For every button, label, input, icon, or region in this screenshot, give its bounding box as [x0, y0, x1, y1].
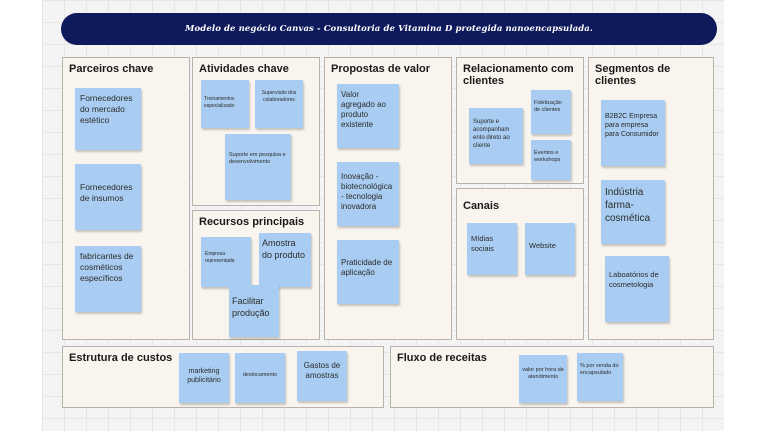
- sticky-note[interactable]: Website: [525, 223, 575, 275]
- sticky-note[interactable]: Mídias sociais: [467, 223, 517, 275]
- sticky-note[interactable]: Eventos e workshops: [531, 140, 571, 180]
- sticky-note[interactable]: Treinamentos especializado: [201, 80, 249, 128]
- section-atividades-chave[interactable]: Atividades chave Treinamentos especializ…: [192, 57, 320, 206]
- section-fluxo-de-receitas[interactable]: Fluxo de receitas valor por hora de aten…: [390, 346, 714, 408]
- section-propostas-de-valor[interactable]: Propostas de valor Valor agregado ao pro…: [324, 57, 452, 340]
- section-parceiros-chave[interactable]: Parceiros chave Fornecedores do mercado …: [62, 57, 190, 340]
- sticky-note[interactable]: Amostra do produto: [259, 233, 311, 287]
- sticky-note[interactable]: Suporte em pesquisa e desenvolvimento: [225, 134, 291, 200]
- sticky-note[interactable]: marketing publicitário: [179, 353, 229, 403]
- sticky-note[interactable]: Praticidade de aplicação: [337, 240, 399, 304]
- sticky-note[interactable]: Gastos de amostras: [297, 351, 347, 401]
- sticky-note[interactable]: Suporte e acompanham ento direto ao clie…: [469, 108, 523, 164]
- sticky-note[interactable]: B2B2C Empresa para empresa para Consumid…: [601, 100, 665, 166]
- sticky-note[interactable]: Fornecedores de insumos: [75, 164, 141, 230]
- section-title-propostas-de-valor: Propostas de valor: [331, 63, 431, 75]
- section-estrutura-de-custos[interactable]: Estrutura de custos marketing publicitár…: [62, 346, 384, 408]
- section-title-recursos-principais: Recursos principais: [199, 216, 305, 228]
- sticky-note[interactable]: valor por hora de atendimento: [519, 355, 567, 403]
- sticky-note[interactable]: Laboatórios de cosmetologia: [605, 256, 669, 322]
- sticky-note[interactable]: Inovação - biotecnológica - tecnologia i…: [337, 162, 399, 226]
- section-title-atividades-chave: Atividades chave: [199, 63, 289, 75]
- section-title-relacionamento: Relacionamento com clientes: [463, 63, 574, 87]
- section-segmentos-de-clientes[interactable]: Segmentos de clientes B2B2C Empresa para…: [588, 57, 714, 340]
- sticky-note[interactable]: fabricantes de cosméticos específicos: [75, 246, 141, 312]
- sticky-note[interactable]: Fidelização de clientes: [531, 90, 571, 134]
- section-title-custos: Estrutura de custos: [69, 352, 173, 364]
- sticky-note[interactable]: Indústria farma-cosmética: [601, 180, 665, 244]
- section-recursos-principais[interactable]: Recursos principais Empresa representada…: [192, 210, 320, 340]
- sticky-note[interactable]: Empresa representada: [201, 237, 251, 287]
- section-title-canais: Canais: [463, 200, 500, 212]
- sticky-note[interactable]: % por venda do encapsulado: [577, 353, 623, 401]
- section-relacionamento-com-clientes[interactable]: Relacionamento com clientes Suporte e ac…: [456, 57, 584, 184]
- sticky-note[interactable]: Facilitar produção: [229, 285, 279, 337]
- section-title-segmentos: Segmentos de clientes: [595, 63, 671, 87]
- sticky-note[interactable]: Supervisão dos colaboradores: [255, 80, 303, 128]
- board-title: Modelo de negócio Canvas - Consultoria d…: [185, 24, 593, 34]
- sticky-note[interactable]: deslocamento: [235, 353, 285, 403]
- section-title-parceiros-chave: Parceiros chave: [69, 63, 154, 75]
- title-banner[interactable]: Modelo de negócio Canvas - Consultoria d…: [61, 13, 717, 45]
- sticky-note[interactable]: Fornecedores do mercado estético: [75, 88, 141, 150]
- sticky-note[interactable]: Valor agregado ao produto existente: [337, 84, 399, 148]
- section-canais[interactable]: Canais Mídias sociais Website: [456, 188, 584, 340]
- section-title-receitas: Fluxo de receitas: [397, 352, 487, 364]
